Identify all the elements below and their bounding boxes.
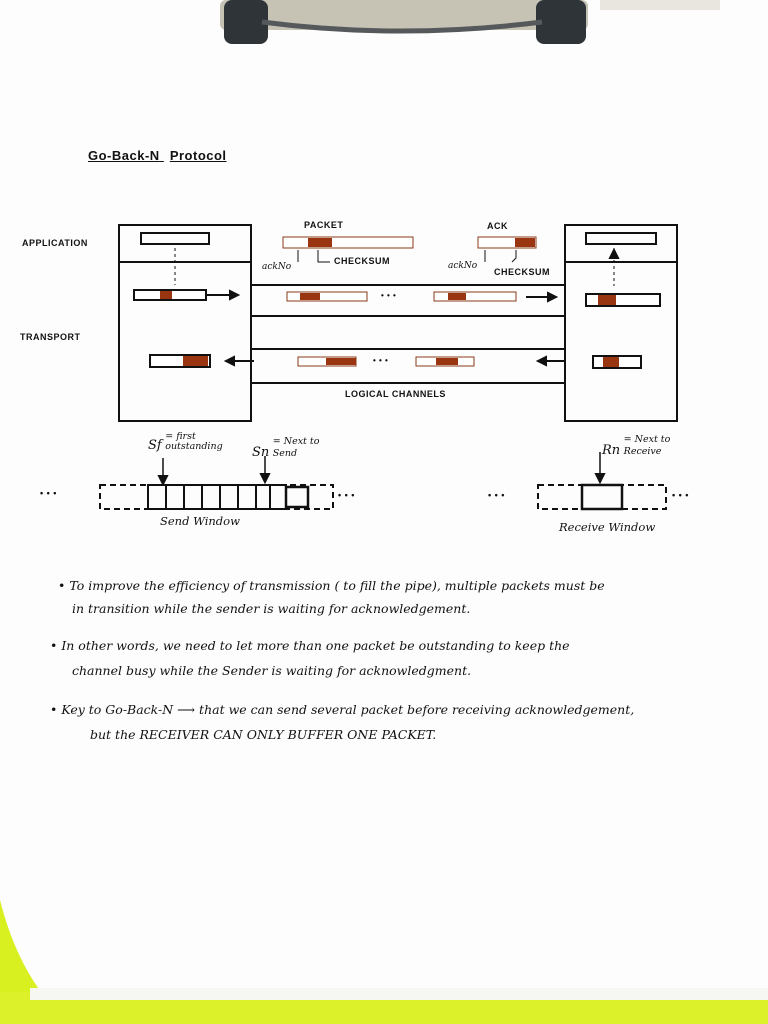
packet-label: PACKET	[304, 220, 344, 230]
note-1: • To improve the efficiency of transmiss…	[58, 570, 605, 624]
rn-description: = Next to Receive	[623, 434, 671, 457]
logical-channels-label: LOGICAL CHANNELS	[345, 389, 446, 399]
send-window-ellipsis-right: • • •	[338, 490, 355, 500]
paper-bottom-edge	[30, 988, 768, 1000]
note-3-line-2: but the RECEIVER CAN ONLY BUFFER ONE PAC…	[90, 727, 437, 742]
note-3: • Key to Go-Back-N ⟶ that we can send se…	[50, 694, 634, 750]
note-2-line-1: • In other words, we need to let more th…	[50, 638, 570, 653]
checksum-right-label: CHECKSUM	[494, 267, 551, 277]
host-packets	[133, 289, 661, 369]
rn-symbol: Rn	[602, 443, 621, 458]
sf-symbol: Sf	[148, 438, 162, 453]
note-2-line-2: channel busy while the Sender is waiting…	[72, 663, 472, 678]
page-title: Go-Back-N Protocol	[88, 148, 227, 163]
send-window-ellipsis-left: • • •	[40, 488, 57, 498]
send-window	[99, 456, 334, 510]
sn-description: = Next to Send	[272, 436, 320, 459]
sender-host	[118, 224, 252, 422]
channel-ellipsis-top: • • •	[381, 291, 397, 300]
ackno-right-label: ackNo	[448, 261, 478, 271]
note-1-line-1: • To improve the efficiency of transmiss…	[58, 578, 605, 593]
ack-label: ACK	[487, 221, 508, 231]
sf-description: = first outstanding	[165, 431, 223, 452]
checksum-left-label: CHECKSUM	[334, 256, 391, 266]
receive-window-label: Receive Window	[559, 520, 656, 534]
receive-window-ellipsis-left: • • •	[488, 490, 505, 500]
ackno-left-label: ackNo	[262, 262, 292, 272]
note-2: • In other words, we need to let more th…	[50, 630, 570, 686]
direction-arrows	[206, 247, 620, 367]
channel-packets	[286, 291, 517, 367]
sn-symbol: Sn	[252, 445, 270, 460]
note-1-line-2: in transition while the sender is waitin…	[72, 601, 471, 616]
logical-channels	[251, 284, 565, 384]
channel-ellipsis-bottom: • • •	[373, 356, 389, 365]
rn-label: Rn = Next to Receive	[602, 434, 688, 458]
receiver-host	[564, 224, 678, 422]
note-3-line-1: • Key to Go-Back-N ⟶ that we can send se…	[50, 702, 635, 717]
title-left: Go-Back-N	[88, 148, 160, 163]
send-window-label: Send Window	[160, 514, 240, 528]
application-layer-label: APPLICATION	[22, 238, 88, 248]
receive-window-ellipsis-right: • • •	[672, 490, 689, 500]
transport-layer-label: TRANSPORT	[20, 332, 81, 342]
sf-label: Sf = first outstanding	[148, 431, 227, 454]
title-right: Protocol	[169, 148, 227, 163]
clipboard-clip	[220, 0, 720, 44]
legend-packet	[282, 236, 414, 263]
receive-window	[537, 452, 667, 511]
sn-label: Sn = Next to Send	[252, 436, 331, 460]
legend-ack	[477, 236, 537, 263]
